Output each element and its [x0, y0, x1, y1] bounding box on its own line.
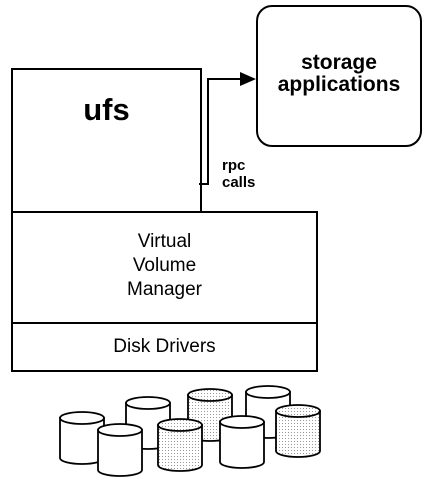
disk-array [59, 385, 321, 477]
storage-applications-label: storage applications [256, 52, 422, 96]
disk-cylinder [59, 411, 105, 465]
ufs-box [11, 68, 202, 213]
ufs-label: ufs [83, 92, 130, 127]
rpc-calls-line2: calls [222, 174, 256, 191]
disk-cylinder [97, 423, 143, 477]
rpc-calls-label: rpc calls [222, 157, 255, 191]
virtual-volume-manager-box [11, 211, 318, 324]
vvm-line2: Volume [132, 255, 197, 276]
storage-applications-line2: applications [277, 73, 401, 96]
rpc-calls-line1: rpc [222, 157, 246, 174]
disk-drivers-label: Disk Drivers [113, 336, 216, 357]
disk-cylinder [157, 418, 203, 472]
virtual-volume-manager-label: Virtual Volume Manager [11, 230, 318, 302]
rpc-arrow [199, 72, 256, 185]
vvm-line1: Virtual [137, 231, 192, 252]
storage-applications-line1: storage [301, 51, 377, 74]
disk-drivers-box [11, 322, 318, 372]
storage-applications-box [256, 5, 422, 147]
disk-cylinder [275, 404, 321, 458]
disk-cylinder [219, 415, 265, 469]
vvm-line3: Manager [127, 279, 202, 300]
